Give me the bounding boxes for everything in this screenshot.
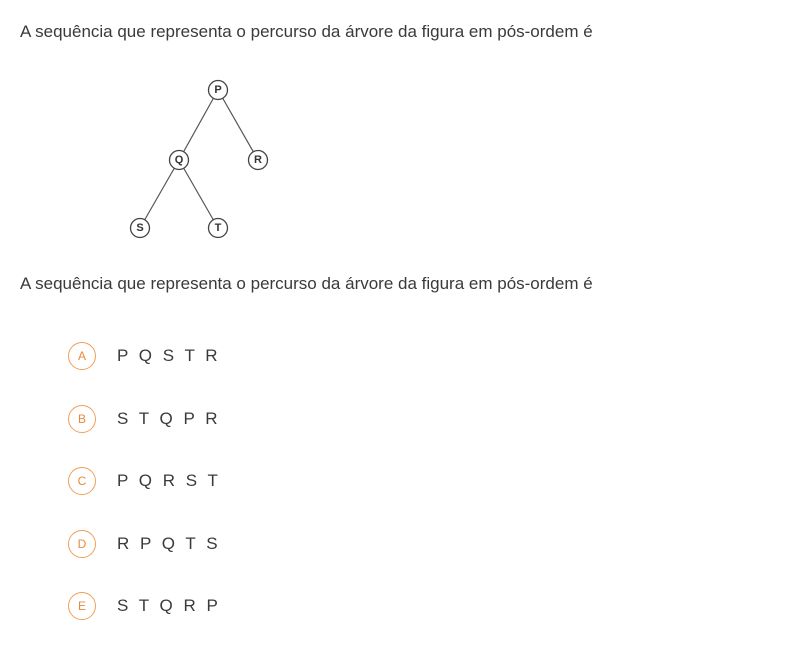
option-b[interactable]: B S T Q P R [68,403,668,435]
option-d-text: R P Q T S [117,533,221,553]
question-title: A sequência que representa o percurso da… [20,22,593,41]
tree-node-q-label: Q [175,154,184,166]
edge-p-r [217,89,259,161]
option-e-badge[interactable]: E [68,592,96,620]
option-a-badge[interactable]: A [68,342,96,370]
option-b-badge[interactable]: B [68,404,96,433]
edge-q-t [178,159,219,229]
tree-node-p: P [207,79,229,101]
answer-options: A P Q S T R B S T Q P R C P Q R S T D R … [68,340,668,653]
option-b-text: S T Q P R [117,408,221,428]
option-e[interactable]: E S T Q R P [68,590,668,622]
option-a[interactable]: A P Q S T R [68,340,668,372]
tree-node-q: Q [168,149,190,171]
option-a-text: P Q S T R [117,346,221,365]
option-c-badge[interactable]: C [68,467,96,495]
option-c-text: P Q R S T [117,471,221,490]
question-prompt: A sequência que representa o percurso da… [20,274,593,293]
option-c[interactable]: C P Q R S T [68,465,668,497]
option-d[interactable]: D R P Q T S [68,528,668,560]
tree-node-r-label: R [254,154,262,166]
tree-node-p-label: P [214,84,221,96]
option-e-text: S T Q R P [117,596,221,615]
tree-node-s-label: S [136,222,143,234]
binary-tree-figure: P Q R S T [129,79,269,239]
edge-p-q [178,89,219,161]
tree-node-t-label: T [215,222,222,234]
tree-node-t: T [207,217,229,239]
edge-q-s [139,159,180,229]
tree-node-s: S [129,217,151,239]
option-d-badge[interactable]: D [68,529,96,558]
tree-node-r: R [247,149,269,171]
